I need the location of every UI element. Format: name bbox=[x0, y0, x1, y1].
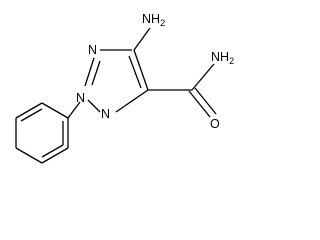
bond-c5-amine bbox=[133, 27, 151, 51]
bond-c4-c5-outer bbox=[133, 49, 149, 91]
ring-n1-label: N bbox=[88, 43, 97, 57]
amide-label: NH2 bbox=[211, 50, 234, 66]
bond-n1-n2-double-inner bbox=[91, 60, 101, 86]
carbonyl-o-label: O bbox=[210, 117, 220, 131]
phenyl-bond-1 bbox=[41, 102, 69, 119]
bond-n2-n3 bbox=[87, 99, 101, 113]
bond-n2-phenyl bbox=[67, 101, 81, 119]
phenyl-inner-bond-1 bbox=[20, 108, 43, 122]
phenyl-bond-4 bbox=[15, 147, 43, 164]
phenyl-inner-bond-2 bbox=[41, 144, 64, 158]
ring-n3-label: N bbox=[101, 107, 110, 121]
amine-label: NH2 bbox=[142, 12, 165, 28]
phenyl-bond-5 bbox=[41, 147, 69, 164]
bond-n1-n2-double-outer bbox=[84, 57, 95, 87]
bond-c4-c5-inner bbox=[128, 55, 142, 89]
bond-carbonyl-o-a bbox=[188, 90, 211, 118]
bond-n3-c4 bbox=[115, 89, 149, 113]
chemical-structure: NH2 NH2 N N N O bbox=[15, 12, 234, 164]
phenyl-bond-2 bbox=[15, 102, 43, 119]
bond-carbonyl-o-b bbox=[194, 87, 217, 115]
bond-carbonyl-amide bbox=[191, 63, 215, 91]
ring-n2-label: N bbox=[76, 91, 85, 105]
